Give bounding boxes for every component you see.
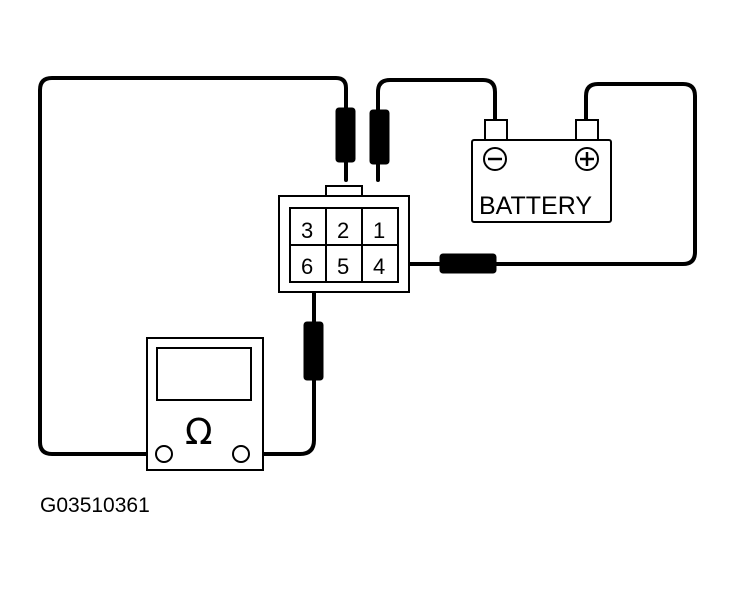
pin-label-4: 4 [373, 254, 385, 279]
wire-meter-to-pin2 [38, 76, 348, 456]
probe-sleeve-pin1 [369, 109, 390, 165]
pin-label-5: 5 [337, 254, 349, 279]
pin-label-3: 3 [301, 218, 313, 243]
wire-pin1-to-battery-negative [376, 78, 497, 182]
wire-pin6-to-meter [239, 276, 316, 456]
positive-terminal-icon [575, 147, 599, 171]
ohm-symbol-icon: Ω [185, 412, 213, 453]
ohmmeter-terminal-right [232, 445, 250, 463]
connector: 3 2 1 6 5 4 [278, 185, 410, 293]
connector-lock-tab [325, 185, 363, 196]
ohmmeter-terminal-left [155, 445, 173, 463]
probe-sleeve-pin6 [303, 321, 324, 381]
probe-sleeve-pin4 [439, 253, 497, 274]
battery-negative-post [484, 119, 508, 141]
battery: BATTERY [471, 119, 612, 223]
pin-label-2: 2 [337, 218, 349, 243]
pin-label-1: 1 [373, 218, 385, 243]
wire-battery-positive-to-pin4 [394, 82, 697, 266]
figure-id: G03510361 [40, 494, 150, 517]
battery-positive-post [575, 119, 599, 141]
battery-label: BATTERY [479, 192, 592, 220]
ohmmeter-display [156, 347, 252, 401]
negative-terminal-icon [483, 147, 507, 171]
ohmmeter: Ω [146, 337, 264, 471]
pin-label-6: 6 [301, 254, 313, 279]
probe-sleeve-pin2 [335, 107, 356, 163]
